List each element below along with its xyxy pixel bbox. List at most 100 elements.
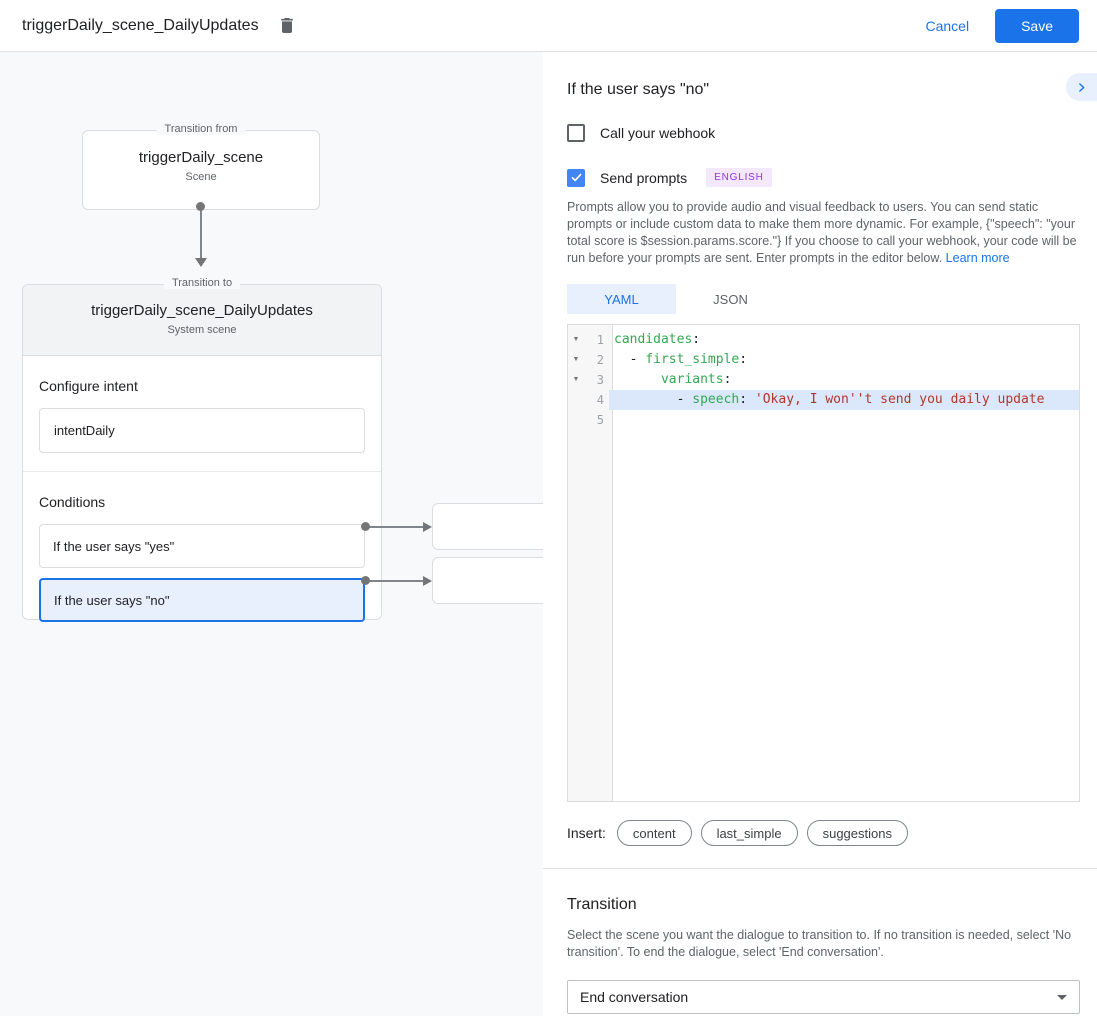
code-text: variants: bbox=[609, 370, 1079, 390]
connector-line bbox=[366, 580, 424, 582]
language-badge: ENGLISH bbox=[706, 168, 772, 187]
code-text bbox=[609, 410, 1079, 430]
from-scene-type: Scene bbox=[185, 171, 217, 183]
configure-intent-label: Configure intent bbox=[39, 378, 138, 394]
save-button[interactable]: Save bbox=[995, 8, 1079, 43]
line-number: 5 bbox=[596, 413, 604, 427]
code-line[interactable]: ▼ 3 variants: bbox=[568, 370, 1079, 390]
intent-input[interactable]: intentDaily bbox=[39, 408, 365, 453]
transition-section-title: Transition bbox=[567, 896, 637, 913]
panel-title: If the user says "no" bbox=[567, 81, 710, 98]
condition-item-no[interactable]: If the user says "no" bbox=[39, 578, 365, 622]
condition-target-box[interactable] bbox=[432, 503, 543, 550]
insert-label: Insert: bbox=[567, 825, 606, 841]
delete-scene-button[interactable] bbox=[277, 15, 297, 36]
condition-item-yes[interactable]: If the user says "yes" bbox=[39, 524, 365, 568]
editor-gutter bbox=[568, 325, 613, 801]
line-number: 3 bbox=[596, 373, 604, 387]
chevron-right-icon bbox=[1079, 82, 1085, 92]
fold-icon[interactable]: ▼ bbox=[572, 336, 580, 343]
code-line[interactable]: ▼ 1 candidates: bbox=[568, 330, 1079, 350]
condition-detail-panel: If the user says "no" Call your webhook … bbox=[543, 52, 1097, 1016]
fold-icon[interactable] bbox=[568, 410, 584, 430]
line-number: 2 bbox=[596, 353, 604, 367]
transition-to-box[interactable]: Transition to triggerDaily_scene_DailyUp… bbox=[22, 277, 382, 622]
panel-divider bbox=[543, 868, 1097, 869]
webhook-label: Call your webhook bbox=[600, 125, 716, 141]
connector-line bbox=[366, 526, 424, 528]
connector-arrowhead-icon bbox=[195, 258, 207, 267]
collapse-panel-button[interactable] bbox=[1066, 73, 1097, 101]
top-bar-left: triggerDaily_scene_DailyUpdates bbox=[22, 15, 297, 36]
prompts-description-text: Prompts allow you to provide audio and v… bbox=[567, 200, 1077, 265]
code-plain bbox=[614, 372, 661, 387]
condition-target-box[interactable] bbox=[432, 557, 543, 604]
transition-select[interactable]: End conversation bbox=[567, 980, 1080, 1014]
scene-flow-canvas: Transition from triggerDaily_scene Scene… bbox=[0, 52, 543, 1016]
code-text: - first_simple: bbox=[609, 350, 1079, 370]
connector-dot bbox=[361, 522, 370, 531]
webhook-checkbox[interactable] bbox=[567, 124, 585, 142]
tab-yaml[interactable]: YAML bbox=[567, 284, 676, 314]
connector-arrowhead-icon bbox=[423, 576, 432, 586]
code-line-active[interactable]: 4 - speech: 'Okay, I won''t send you dai… bbox=[568, 390, 1079, 410]
section-divider bbox=[23, 471, 381, 472]
fold-icon[interactable] bbox=[568, 390, 584, 410]
insert-chip-last-simple[interactable]: last_simple bbox=[700, 820, 798, 846]
code-line[interactable]: 5 bbox=[568, 410, 1079, 430]
code-plain: - bbox=[614, 352, 646, 367]
code-key: speech bbox=[692, 392, 740, 407]
insert-row: Insert: content last_simple suggestions bbox=[567, 820, 1080, 846]
editor-format-tabs: YAML JSON bbox=[567, 284, 1080, 314]
send-prompts-checkbox[interactable] bbox=[567, 168, 585, 187]
condition-label: If the user says "yes" bbox=[53, 538, 175, 554]
prompt-code-editor[interactable]: ▼ 1 candidates: ▼ 2 - first_simple: ▼ 3 … bbox=[567, 324, 1080, 802]
connector-dot bbox=[361, 576, 370, 585]
dropdown-caret-icon bbox=[1057, 995, 1067, 1000]
code-string: 'Okay, I won''t send you daily update bbox=[754, 392, 1045, 407]
transition-select-value: End conversation bbox=[580, 989, 689, 1005]
to-scene-name: triggerDaily_scene_DailyUpdates bbox=[91, 302, 313, 319]
code-line[interactable]: ▼ 2 - first_simple: bbox=[568, 350, 1079, 370]
connector-line bbox=[200, 207, 202, 258]
conditions-label: Conditions bbox=[39, 494, 106, 510]
top-bar: triggerDaily_scene_DailyUpdates Cancel S… bbox=[0, 0, 1097, 52]
page-title: triggerDaily_scene_DailyUpdates bbox=[22, 16, 259, 34]
to-scene-type: System scene bbox=[167, 324, 237, 336]
fold-icon[interactable]: ▼ bbox=[572, 376, 580, 383]
send-prompts-row: Send prompts ENGLISH bbox=[567, 168, 1080, 187]
transition-from-legend: Transition from bbox=[156, 123, 246, 135]
to-scene-header: triggerDaily_scene_DailyUpdates System s… bbox=[23, 285, 381, 356]
code-text: candidates: bbox=[609, 330, 1079, 350]
send-prompts-label: Send prompts bbox=[600, 169, 688, 186]
code-text: - speech: 'Okay, I won''t send you daily… bbox=[609, 390, 1079, 410]
line-number: 4 bbox=[596, 393, 604, 407]
intent-value: intentDaily bbox=[54, 423, 115, 438]
learn-more-link[interactable]: Learn more bbox=[945, 251, 1010, 265]
top-bar-actions: Cancel Save bbox=[925, 8, 1079, 43]
tab-json[interactable]: JSON bbox=[713, 291, 748, 307]
prompts-description: Prompts allow you to provide audio and v… bbox=[567, 199, 1080, 267]
transition-from-box[interactable]: Transition from triggerDaily_scene Scene bbox=[82, 123, 320, 210]
code-plain: - bbox=[614, 392, 693, 407]
transition-to-legend: Transition to bbox=[163, 277, 241, 289]
code-plain: : bbox=[692, 332, 701, 347]
checkmark-icon bbox=[571, 173, 581, 182]
code-plain: : bbox=[739, 392, 755, 407]
insert-chip-content[interactable]: content bbox=[616, 820, 692, 846]
line-number: 1 bbox=[596, 333, 604, 347]
connector-arrowhead-icon bbox=[423, 522, 432, 532]
condition-label: If the user says "no" bbox=[54, 592, 170, 608]
code-key: candidates bbox=[614, 332, 693, 347]
code-plain: : bbox=[723, 372, 732, 387]
transition-description: Select the scene you want the dialogue t… bbox=[567, 928, 1072, 959]
code-key: variants bbox=[660, 372, 724, 387]
trash-icon bbox=[280, 18, 293, 33]
from-scene-name: triggerDaily_scene bbox=[138, 149, 264, 166]
editor-lines: ▼ 1 candidates: ▼ 2 - first_simple: ▼ 3 … bbox=[568, 325, 1079, 430]
code-key: first_simple bbox=[645, 352, 740, 367]
cancel-button[interactable]: Cancel bbox=[925, 17, 970, 34]
fold-icon[interactable]: ▼ bbox=[572, 356, 580, 363]
configure-intent-section: Configure intent intentDaily bbox=[23, 356, 381, 471]
insert-chip-suggestions[interactable]: suggestions bbox=[806, 820, 908, 846]
